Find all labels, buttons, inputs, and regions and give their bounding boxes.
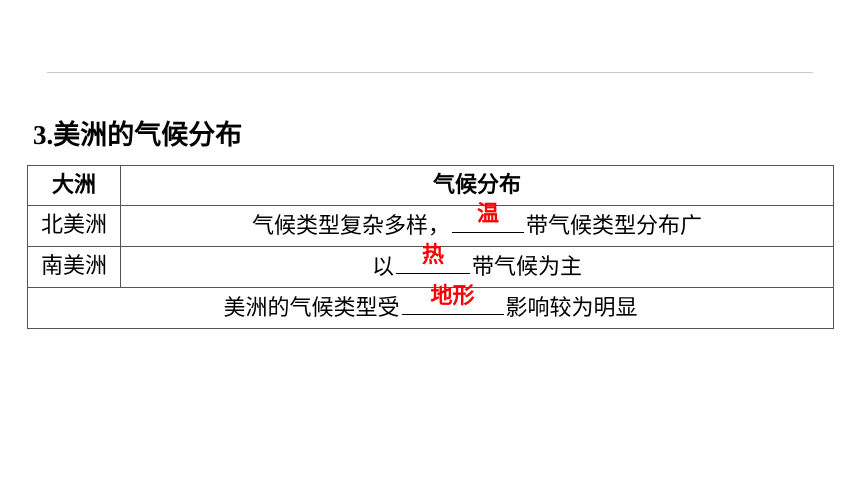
fill-blank: 地形 (401, 284, 504, 315)
summary-cell: 美洲的气候类型受 地形 影响较为明显 (27, 284, 834, 329)
table-header-row: 大洲 气候分布 (27, 165, 834, 206)
climate-table: 大洲 气候分布 北美洲 气候类型复杂多样， 温 带气候类型分布广 南美洲 以 热 带气候… (27, 165, 834, 329)
fill-blank: 温 (452, 202, 524, 233)
text-before: 以 (371, 255, 394, 280)
header-climate-distribution: 气候分布 (120, 165, 834, 206)
table-summary-row: 美洲的气候类型受 地形 影响较为明显 (27, 284, 834, 329)
answer-text: 热 (421, 243, 444, 268)
climate-cell: 以 热 带气候为主 (120, 243, 834, 288)
text-after: 影响较为明显 (505, 296, 638, 321)
text-after: 带气候为主 (472, 255, 583, 280)
climate-cell: 气候类型复杂多样， 温 带气候类型分布广 (120, 202, 834, 247)
section-number: 3. (33, 120, 54, 150)
text-before: 气候类型复杂多样， (251, 214, 450, 239)
header-continent: 大洲 (27, 165, 121, 206)
table-row-north-america: 北美洲 气候类型复杂多样， 温 带气候类型分布广 (27, 202, 834, 247)
region-cell: 北美洲 (27, 205, 121, 247)
fill-blank: 热 (396, 243, 470, 274)
section-title-text: 美洲的气候分布 (53, 120, 243, 151)
text-before: 美洲的气候类型受 (223, 296, 400, 321)
answer-text: 温 (476, 202, 499, 227)
region-cell: 南美洲 (27, 246, 121, 288)
text-after: 带气候类型分布广 (526, 214, 703, 239)
table-row-south-america: 南美洲 以 热 带气候为主 (27, 243, 834, 288)
top-divider (47, 72, 813, 73)
section-title: 3.美洲的气候分布 (33, 115, 242, 156)
answer-text: 地形 (430, 284, 475, 309)
